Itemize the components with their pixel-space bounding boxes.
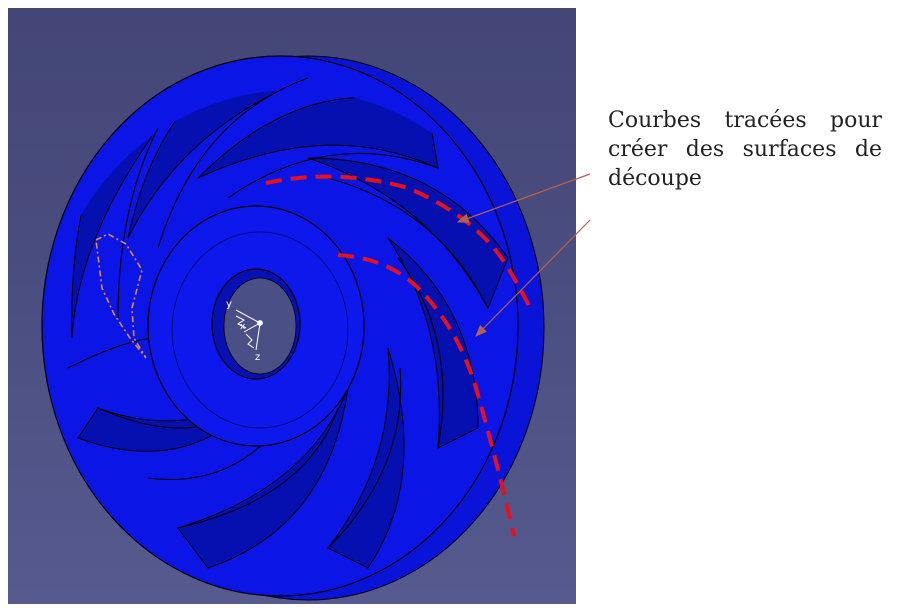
annotation-line-3: découpe (608, 166, 702, 191)
annotation-line-2: créer des surfaces de (608, 137, 882, 162)
impeller-model[interactable]: y x z (8, 8, 576, 604)
cut-curve-lower (337, 253, 516, 537)
axis-label-y: y (226, 299, 232, 310)
axis-triad (235, 309, 263, 351)
cad-3d-viewport[interactable]: y x z (8, 8, 576, 604)
annotation-line-1: Courbes tracées pour (608, 108, 882, 133)
blade-edges (67, 77, 489, 549)
hub-inner-face (171, 231, 349, 429)
axis-label-x: x (240, 322, 246, 332)
blade-channels (71, 90, 509, 569)
annotation-text: Courbes tracées pour créer des surfaces … (608, 106, 882, 193)
axis-label-z: z (255, 352, 260, 363)
